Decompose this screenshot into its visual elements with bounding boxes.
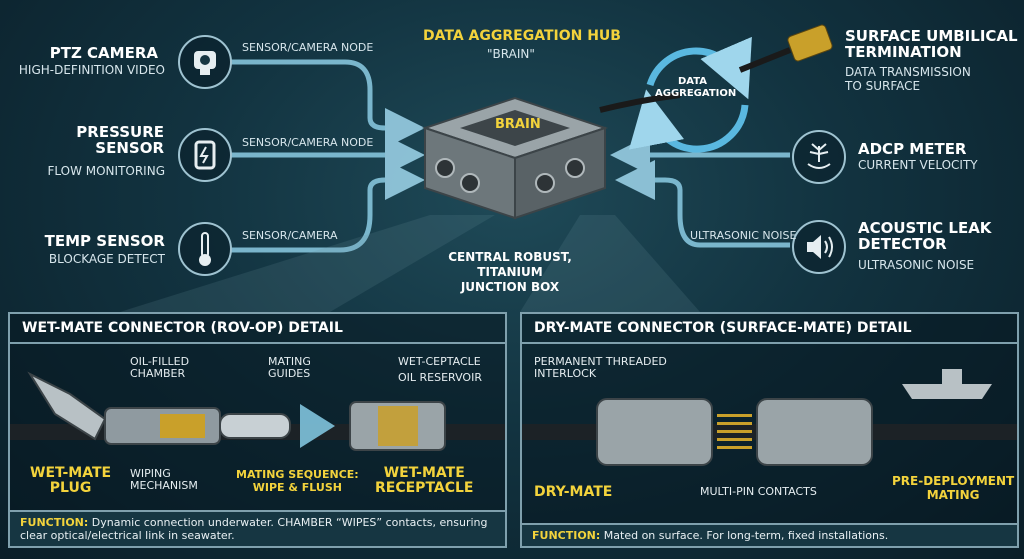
interlock-line2: INTERLOCK xyxy=(534,367,597,380)
sequence-line2: WIPE & FLUSH xyxy=(252,481,342,494)
pressure-title-line2: SENSOR xyxy=(95,139,164,157)
predeploy-line2: MATING xyxy=(926,488,980,502)
thermometer-icon xyxy=(178,222,232,276)
pressure-title-line1: PRESSURE xyxy=(76,123,164,141)
edge-label-temp: SENSOR/CAMERA xyxy=(242,229,338,242)
acoustic-subtitle: ULTRASONIC NOISE xyxy=(858,258,975,272)
beam-dry xyxy=(520,215,700,312)
aggregation-line2: AGGREGATION xyxy=(655,88,737,99)
dry-panel-divider xyxy=(522,342,1017,344)
hub-box-label: BRAIN xyxy=(495,117,541,132)
plug-line2: PLUG xyxy=(49,480,92,496)
acoustic-title-line1: ACOUSTIC LEAK xyxy=(858,219,992,237)
hub-subtitle: "BRAIN" xyxy=(487,47,535,61)
hub-caption-line2: JUNCTION BOX xyxy=(460,280,560,294)
plug-line1: WET-MATE xyxy=(30,465,112,481)
beam-wet xyxy=(120,215,495,312)
wiping-mechanism-label: WIPING MECHANISM xyxy=(130,468,198,492)
hub-caption: CENTRAL ROBUST, TITANIUM JUNCTION BOX xyxy=(420,250,600,295)
arrow-temp-to-hub xyxy=(230,160,425,253)
mating-guides-line2: GUIDES xyxy=(268,367,311,380)
umbilical-title-line1: SURFACE UMBILICAL xyxy=(845,27,1018,45)
mating-guides-line1: MATING xyxy=(268,355,311,368)
adcp-subtitle: CURRENT VELOCITY xyxy=(858,158,978,172)
interlock-line1: PERMANENT THREADED xyxy=(534,355,667,368)
dry-mate-label: DRY-MATE xyxy=(534,484,613,500)
arrow-acoustic-to-hub xyxy=(615,160,790,248)
cycle-arrow-top xyxy=(646,36,752,100)
pressure-sensor-subtitle: FLOW MONITORING xyxy=(47,164,165,178)
camera-icon xyxy=(178,35,232,89)
dry-mate-illustration xyxy=(522,369,1017,466)
dry-mate-panel: DRY-MATE CONNECTOR (SURFACE-MATE) DETAIL… xyxy=(520,312,1019,548)
mating-sequence-label: MATING SEQUENCE: WIPE & FLUSH xyxy=(236,468,359,494)
aggregation-line1: DATA xyxy=(677,76,708,87)
wet-mate-receptacle-label: WET-MATE RECEPTACLE xyxy=(375,466,474,496)
umbilical-subtitle: DATA TRANSMISSION TO SURFACE xyxy=(845,65,971,93)
umbilical-title: SURFACE UMBILICAL TERMINATION xyxy=(845,28,1018,60)
gauge-icon xyxy=(178,128,232,182)
mating-guides-label: MATING GUIDES xyxy=(268,356,311,380)
receptacle-line2: RECEPTACLE xyxy=(375,480,474,496)
edge-label-acoustic: ULTRASONIC NOISE xyxy=(690,229,797,242)
oil-filled-chamber-label: OIL-FILLED CHAMBER xyxy=(130,356,189,380)
wiping-line1: WIPING xyxy=(130,467,171,480)
aggregation-label: DATA AGGREGATION xyxy=(655,76,737,100)
temp-sensor-subtitle: BLOCKAGE DETECT xyxy=(48,252,165,266)
ptz-camera-subtitle: HIGH-DEFINITION VIDEO xyxy=(18,63,165,77)
wet-function-body: Dynamic connection underwater. CHAMBER “… xyxy=(20,516,488,542)
dry-function-text: FUNCTION: Mated on surface. For long-ter… xyxy=(522,523,1017,546)
multi-pin-label: MULTI-PIN CONTACTS xyxy=(700,485,817,498)
pressure-sensor-title: PRESSURE SENSOR xyxy=(76,124,164,156)
acoustic-title-line2: DETECTOR xyxy=(858,235,947,253)
edge-label-camera: SENSOR/CAMERA NODE xyxy=(242,41,374,54)
cycle-arrow-bottom xyxy=(629,89,749,153)
umbilical-cable xyxy=(599,47,792,113)
wet-mate-panel: WET-MATE CONNECTOR (ROV-OP) DETAIL OIL-F… xyxy=(8,312,507,548)
wiping-line2: MECHANISM xyxy=(130,479,198,492)
wet-function-text: FUNCTION: Dynamic connection underwater.… xyxy=(10,510,505,546)
temp-sensor-title: TEMP SENSOR xyxy=(44,232,165,250)
dry-function-label: FUNCTION: xyxy=(532,529,601,542)
hub-caption-line1: CENTRAL ROBUST, TITANIUM xyxy=(448,250,572,279)
acoustic-title: ACOUSTIC LEAK DETECTOR xyxy=(858,220,991,252)
oil-filled-line2: CHAMBER xyxy=(130,367,186,380)
edge-label-pressure: SENSOR/CAMERA NODE xyxy=(242,136,374,149)
wet-ceptacle-label: WET-CEPTACLE xyxy=(398,355,481,368)
umbilical-sub-line1: DATA TRANSMISSION xyxy=(845,65,971,79)
umbilical-sub-line2: TO SURFACE xyxy=(845,79,921,93)
wet-panel-divider xyxy=(10,342,505,344)
umbilical-connector xyxy=(787,24,833,62)
predeploy-line1: PRE-DEPLOYMENT xyxy=(892,474,1015,488)
wet-mate-plug-label: WET-MATE PLUG xyxy=(30,466,111,496)
sequence-line1: MATING SEQUENCE: xyxy=(236,468,359,481)
receptacle-line1: WET-MATE xyxy=(383,465,465,481)
oil-filled-line1: OIL-FILLED xyxy=(130,355,190,368)
wet-function-label: FUNCTION: xyxy=(20,516,89,529)
dry-panel-title: DRY-MATE CONNECTOR (SURFACE-MATE) DETAIL xyxy=(534,320,912,336)
water-flow-icon xyxy=(792,130,846,184)
arrow-camera-to-hub xyxy=(230,59,425,148)
threaded-interlock-label: PERMANENT THREADED INTERLOCK xyxy=(534,356,667,380)
adcp-title: ADCP METER xyxy=(858,140,967,158)
pre-deployment-label: PRE-DEPLOYMENT MATING xyxy=(892,474,1014,502)
junction-box xyxy=(421,96,609,220)
dry-function-body: Mated on surface. For long-term, fixed i… xyxy=(600,529,889,542)
ptz-camera-title: PTZ CAMERA xyxy=(49,44,158,62)
umbilical-title-line2: TERMINATION xyxy=(845,43,962,61)
wet-mate-illustration xyxy=(10,371,505,451)
oil-reservoir-label: OIL RESERVOIR xyxy=(398,371,482,384)
hub-title: DATA AGGREGATION HUB xyxy=(423,28,621,44)
speaker-icon xyxy=(792,220,846,274)
wet-panel-title: WET-MATE CONNECTOR (ROV-OP) DETAIL xyxy=(22,320,343,336)
